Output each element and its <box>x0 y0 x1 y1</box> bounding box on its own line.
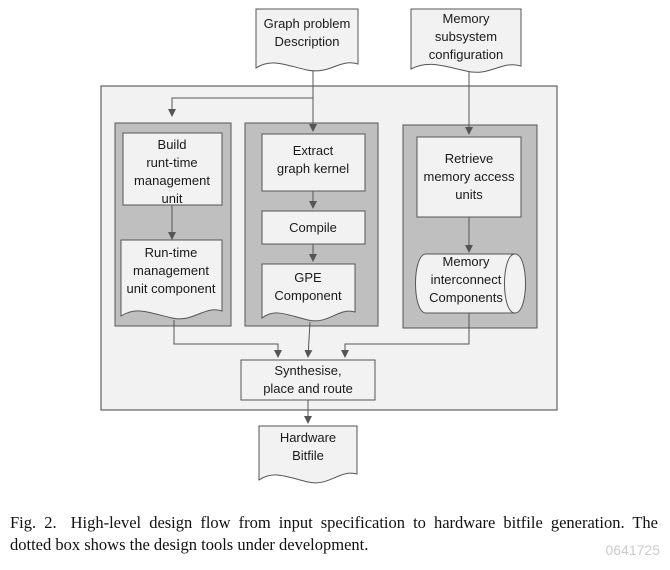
connectors <box>168 68 473 424</box>
text-line: Bitfile <box>292 448 324 463</box>
text-line: Run-time <box>145 245 198 260</box>
text-line: Retrieve <box>445 151 493 166</box>
text-line: Synthesise, <box>274 363 341 378</box>
compile-text: Compile <box>289 220 337 235</box>
caption-label: Fig. 2. <box>10 513 57 532</box>
synthesise-box <box>240 359 376 401</box>
text-line: place and route <box>263 381 353 396</box>
text-line: Hardware <box>280 430 336 445</box>
text-line: Memory <box>443 254 490 269</box>
text-line: GPE <box>294 270 322 285</box>
text-line: Compile <box>289 220 337 235</box>
text-line: runt-time <box>146 155 197 170</box>
graph-problem-document <box>255 8 359 72</box>
text-line: Components <box>429 290 503 305</box>
caption-text: High-level design flow from input specif… <box>10 513 659 554</box>
retrieve-box <box>416 136 522 218</box>
text-line: graph kernel <box>277 161 349 176</box>
gpe-component-document <box>261 263 356 322</box>
text-line: Memory <box>443 11 490 26</box>
extract-text: Extract graph kernel <box>277 143 349 176</box>
figure-caption: Fig. 2.High-level design flow from input… <box>10 512 658 556</box>
text-line: units <box>455 187 483 202</box>
text-line: memory access <box>423 169 515 184</box>
memory-interconnect-storage-edge <box>504 253 516 314</box>
synthesise-text: Synthesise, place and route <box>263 363 353 396</box>
text-line: Extract <box>293 143 334 158</box>
text-line: Component <box>274 288 342 303</box>
arrow-gpe-to-synthesise <box>304 321 313 358</box>
text-line: management <box>133 263 209 278</box>
gpe-component-text: GPE Component <box>274 270 342 303</box>
text-line: unit component <box>127 281 216 296</box>
text-line: unit <box>162 191 183 206</box>
memory-config-text: Memory subsystem configuration <box>429 11 503 62</box>
build-text: Build runt-time management unit <box>134 137 210 206</box>
arrow-component-to-synthesise <box>173 320 282 358</box>
hardware-bitfile-document <box>258 425 358 484</box>
retrieve-text: Retrieve memory access units <box>423 151 515 202</box>
runtime-component-text: Run-time management unit component <box>127 245 216 296</box>
compile-box <box>261 210 366 245</box>
text-line: Graph problem <box>264 16 351 31</box>
text-line: interconnect <box>431 272 502 287</box>
extract-box <box>261 133 366 192</box>
build-box <box>122 132 223 206</box>
arrow-graph-to-build <box>168 97 313 117</box>
runtime-component-document <box>120 239 223 320</box>
text-line: subsystem <box>435 29 497 44</box>
text-line: configuration <box>429 47 503 62</box>
arrow-interconnect-to-synthesise <box>341 313 470 358</box>
memory-config-document <box>410 8 522 73</box>
watermark: 0641725 <box>605 542 660 558</box>
text-line: Build <box>158 137 187 152</box>
text-line: management <box>134 173 210 188</box>
text-line: Description <box>274 34 339 49</box>
